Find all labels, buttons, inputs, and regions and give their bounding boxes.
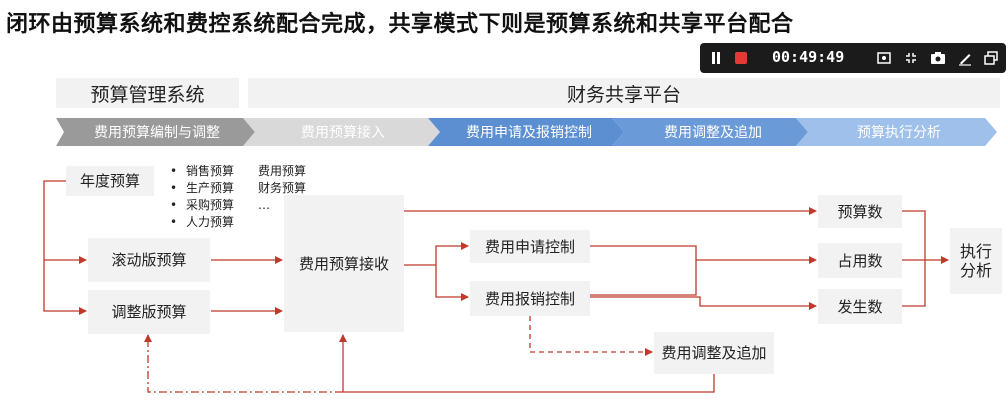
connector-incurred-merge — [902, 262, 926, 307]
connector-apply-occupied — [590, 245, 817, 264]
budget-type-list: •销售预算费用预算 •生产预算财务预算 •采购预算… •人力预算 — [170, 163, 306, 231]
stage-label-3: 费用申请及报销控制 — [466, 125, 592, 141]
box-budget-receive: 费用预算接收 — [284, 195, 404, 332]
stage-label-5: 预算执行分析 — [857, 125, 941, 141]
pause-icon[interactable] — [711, 52, 721, 64]
list-item: •采购预算… — [170, 198, 270, 212]
connector-reimb-incurred — [590, 296, 817, 310]
page-title: 闭环由预算系统和费控系统配合完成，共享模式下则是预算系统和共享平台配合 — [6, 12, 794, 37]
list-item: •生产预算财务预算 — [170, 181, 307, 195]
box-reimbursement-control: 费用报销控制 — [470, 281, 590, 316]
connector-budget-merge — [902, 210, 926, 262]
stage-chevron-4 — [612, 118, 808, 146]
stage-chevron-1 — [56, 118, 255, 146]
pen-icon[interactable] — [956, 49, 974, 67]
fullscreen-icon[interactable] — [902, 49, 920, 67]
recording-timer: 00:49:49 — [772, 48, 845, 66]
header-shared-platform: 财务共享平台 — [248, 78, 1000, 108]
connector-reimb-occupied — [590, 260, 697, 296]
connector-reimb-adjust — [529, 316, 653, 356]
box-rolling-budget: 滚动版预算 — [88, 238, 210, 282]
stage-label-2: 费用预算接入 — [301, 125, 385, 141]
box-adjusted-budget: 调整版预算 — [88, 290, 210, 334]
list-item: •人力预算 — [170, 215, 235, 229]
recording-toolbar: 00:49:49 — [700, 43, 1006, 73]
connector-receive-controls — [404, 242, 469, 266]
header-budget-system: 预算管理系统 — [56, 78, 239, 108]
list-item: •销售预算费用预算 — [170, 164, 307, 178]
box-annual-budget: 年度预算 — [66, 166, 154, 196]
box-apply-control: 费用申请控制 — [470, 230, 590, 263]
box-execution-analysis: 执行分析 — [950, 228, 1002, 294]
stage-chevron-2 — [243, 118, 440, 146]
connector-to-reimb — [435, 265, 469, 301]
screenshot-icon[interactable] — [875, 49, 893, 67]
stop-icon[interactable] — [735, 52, 747, 64]
stage-chevron-5 — [796, 118, 997, 146]
box-adjust-add: 费用调整及追加 — [654, 332, 774, 374]
connector-loop-receive — [339, 334, 715, 393]
box-occupied-number: 占用数 — [818, 243, 902, 278]
camera-icon[interactable] — [929, 49, 947, 67]
stage-label-4: 费用调整及追加 — [664, 125, 762, 141]
connector-loop-adjust — [144, 334, 343, 393]
box-budget-number: 预算数 — [818, 195, 902, 228]
stage-label-1: 费用预算编制与调整 — [94, 125, 220, 141]
box-incurred-number: 发生数 — [818, 289, 902, 324]
restore-window-icon[interactable] — [982, 49, 1000, 67]
connector-annual-branch — [43, 180, 87, 315]
stage-chevron-3 — [428, 118, 624, 146]
